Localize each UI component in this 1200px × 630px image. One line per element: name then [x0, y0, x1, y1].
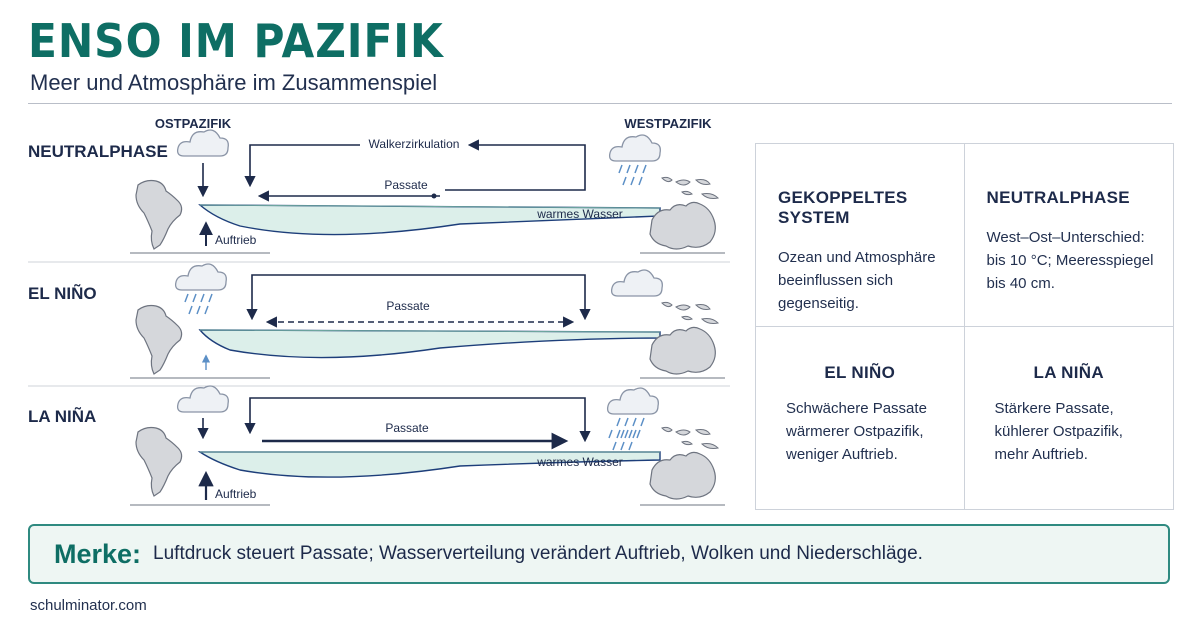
south-america-shape	[135, 304, 183, 375]
trade-winds-label: Passate	[385, 421, 429, 435]
rain-cloud-icon	[608, 134, 661, 162]
info-card-title: LA NIÑA	[1033, 362, 1104, 382]
panel-la-nina: LA NIÑA Passate warmes Wasser Auftrieb	[28, 385, 725, 506]
info-card-text: West–Ost–Unterschied: bis 10 °C; Meeress…	[986, 229, 1154, 292]
info-card-title: GEKOPPELTES SYSTEM	[778, 188, 908, 227]
merke-text: Luftdruck steuert Passate; Wasserverteil…	[153, 543, 923, 564]
warm-water-label: warmes Wasser	[536, 455, 623, 469]
page-subtitle: Meer und Atmosphäre im Zusammenspiel	[30, 70, 438, 95]
page-title: ENSO IM PAZIFIK	[28, 14, 444, 68]
info-card-text: Ozean und Atmosphäre beeinflussen sich g…	[778, 249, 936, 312]
cloud-icon	[176, 129, 229, 157]
footer-source: schulminator.com	[30, 597, 147, 614]
merke-label: Merke:	[54, 538, 142, 569]
info-card-neutral: NEUTRALPHASE West–Ost–Unterschied: bis 1…	[964, 144, 1173, 327]
info-card-title: EL NIÑO	[824, 362, 896, 382]
phase-label-el-nino: EL NIÑO	[28, 283, 97, 303]
header-divider	[28, 103, 1172, 104]
walker-label: Walkerzirkulation	[369, 137, 460, 151]
cloud-icon	[610, 269, 663, 297]
south-america-shape	[135, 426, 183, 497]
info-grid: GEKOPPELTES SYSTEM Ozean und Atmosphäre …	[755, 143, 1174, 510]
rain-cloud-icon	[606, 387, 659, 415]
australia-shape	[649, 426, 719, 500]
info-card-coupled-system: GEKOPPELTES SYSTEM Ozean und Atmosphäre …	[756, 144, 965, 327]
label-westpazifik: WESTPAZIFIK	[624, 116, 712, 131]
australia-shape	[649, 176, 719, 250]
trade-winds-label: Passate	[384, 178, 428, 192]
info-card-la-nina: LA NIÑA Stärkere Passate, kühlerer Ostpa…	[965, 327, 1174, 510]
phase-label-neutral: NEUTRALPHASE	[28, 142, 168, 161]
panel-neutralphase: NEUTRALPHASE Walkerzirkulation Passate w…	[28, 129, 725, 254]
cloud-icon	[176, 385, 229, 413]
upwelling-label: Auftrieb	[215, 487, 257, 501]
australia-shape	[649, 301, 719, 375]
trade-winds-label: Passate	[386, 299, 430, 313]
upwelling-label: Auftrieb	[215, 233, 257, 247]
info-card-text: Stärkere Passate, kühlerer Ostpazifik, m…	[994, 399, 1123, 463]
rain-cloud-icon	[174, 263, 227, 291]
phase-label-la-nina: LA NIÑA	[28, 406, 96, 426]
info-card-text: Schwächere Passate wärmerer Ostpazifik, …	[786, 399, 927, 463]
info-card-el-nino: EL NIÑO Schwächere Passate wärmerer Ostp…	[756, 326, 965, 509]
label-ostpazifik: OSTPAZIFIK	[155, 116, 232, 131]
south-america-shape	[135, 179, 183, 250]
panel-el-nino: EL NIÑO Passate	[28, 263, 725, 379]
warm-water-label: warmes Wasser	[536, 207, 623, 221]
merke-box: Merke: Luftdruck steuert Passate; Wasser…	[28, 524, 1170, 584]
enso-diagram: OSTPAZIFIK WESTPAZIFIK NEUTRALPHASE Walk…	[28, 116, 730, 506]
info-card-title: NEUTRALPHASE	[986, 188, 1130, 207]
